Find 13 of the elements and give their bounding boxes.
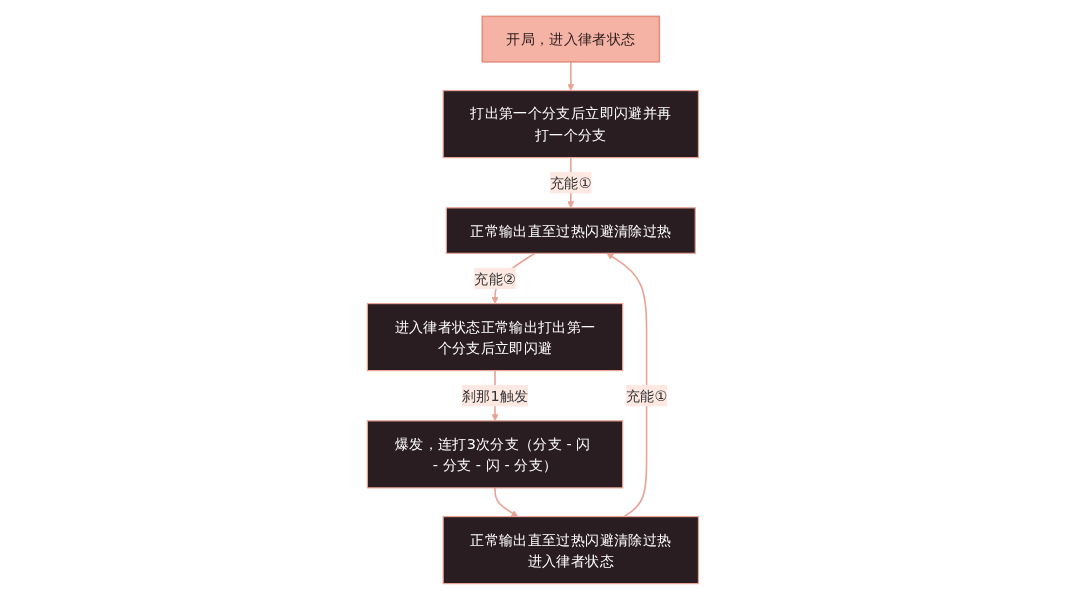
arrow bbox=[567, 61, 575, 91]
node-box: 正常输出直至过热闪避清除过热进入律者状态 bbox=[442, 516, 700, 585]
edge-label: 充能① bbox=[550, 174, 592, 192]
edge-label: 充能① bbox=[625, 387, 668, 405]
node-box: 进入律者状态正常输出打出第一个分支后立即闪避 bbox=[366, 302, 624, 372]
node-box: 爆发，连打3次分支（分支 - 闪 - 分支 - 闪 - 分支） bbox=[366, 420, 624, 489]
node-box: 正常输出直至过热闪避清除过热 bbox=[445, 207, 696, 254]
edge-label: 刹那1触发 bbox=[461, 387, 529, 405]
node-box: 开局，进入律者状态 bbox=[481, 15, 661, 63]
arrow bbox=[494, 487, 519, 517]
node-box: 打出第一个分支后立即闪避并再打一个分支 bbox=[442, 90, 700, 159]
edge-label: 充能② bbox=[474, 270, 516, 287]
arrow bbox=[606, 253, 648, 518]
